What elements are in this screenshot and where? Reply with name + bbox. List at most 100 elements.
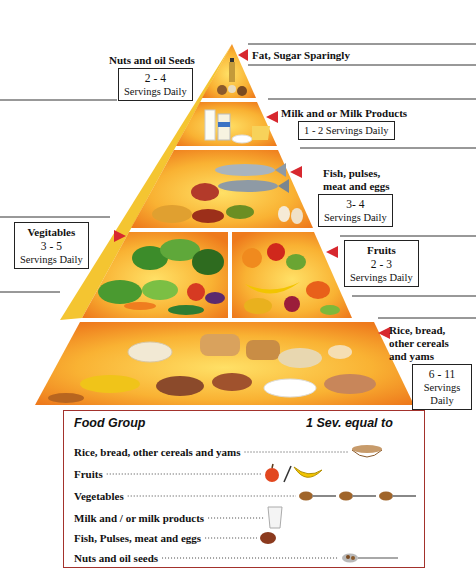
fruit xyxy=(284,296,300,312)
bottle-cap xyxy=(230,58,234,62)
note-label: Fat, Sugar Sparingly xyxy=(252,49,350,62)
serving-box: Milk and or Milk Products1 - 2 Servings … xyxy=(298,121,395,140)
group-heading: Fish, pulses, meat and eggs xyxy=(323,167,405,193)
table-ground xyxy=(63,410,425,568)
guide-line xyxy=(0,100,117,101)
mango xyxy=(244,298,272,314)
cheese xyxy=(252,126,270,140)
pyramid-layer xyxy=(131,150,313,228)
serving-text: Servings Daily xyxy=(324,211,387,224)
corn xyxy=(80,375,140,393)
apple-stem xyxy=(272,464,273,468)
guide-line xyxy=(300,148,476,149)
spoon-icon xyxy=(299,492,313,501)
guide-line xyxy=(340,236,476,237)
nut xyxy=(217,85,227,95)
yam xyxy=(212,373,252,391)
guide-line xyxy=(248,44,476,45)
leader-line xyxy=(162,558,339,559)
serving-count: 3 - 5 xyxy=(20,239,83,253)
apple xyxy=(267,243,285,261)
group-heading: Fruits xyxy=(350,243,413,257)
coconut xyxy=(228,85,236,93)
leader-line xyxy=(128,496,296,497)
guide-line xyxy=(268,99,476,100)
serving-text: Servings Daily xyxy=(350,271,413,284)
leader-line xyxy=(208,518,264,519)
fish-tail xyxy=(278,179,289,193)
table-cell: Nuts and oil seeds xyxy=(74,552,158,565)
yogurt-bowl xyxy=(232,135,252,143)
beans xyxy=(192,209,224,223)
guide-line xyxy=(0,217,110,218)
milk-glass-icon xyxy=(268,507,282,528)
meat xyxy=(191,183,219,201)
oil-bottle xyxy=(229,62,235,82)
cereal xyxy=(278,348,322,368)
yam xyxy=(156,376,204,396)
serving-count: 3- 4 xyxy=(324,197,387,211)
table-cell: Fish, Pulses, meat and eggs xyxy=(74,532,201,545)
nut xyxy=(237,86,247,96)
spoon-handle xyxy=(358,557,398,559)
leader-line xyxy=(205,538,257,539)
serving-box: Fish, pulses, meat and eggs3- 4Servings … xyxy=(318,194,393,227)
lentils xyxy=(152,205,192,223)
serving-box: Vegitables3 - 5Servings Daily xyxy=(14,222,89,269)
spoon-icon xyxy=(342,554,358,563)
carrot xyxy=(124,302,156,310)
egg xyxy=(291,208,303,224)
cereal xyxy=(324,374,376,394)
guava xyxy=(286,254,306,270)
leader-line xyxy=(107,474,262,475)
banana-icon xyxy=(294,467,322,477)
bean-pods xyxy=(168,305,204,315)
serving-box: Fruits2 - 3Servings Daily xyxy=(344,240,419,287)
spoon-handle xyxy=(392,495,416,497)
pointer-arrow xyxy=(290,166,302,178)
fish xyxy=(215,164,275,176)
papaya xyxy=(306,281,330,299)
fish xyxy=(218,180,278,192)
flour xyxy=(328,345,352,359)
leader-line xyxy=(245,452,348,453)
table-header: 1 Sev. equal to xyxy=(306,416,393,431)
rice-icon xyxy=(352,445,382,453)
egg xyxy=(278,206,290,222)
pointer-arrow xyxy=(238,49,248,61)
rice xyxy=(128,342,172,362)
guide-lines xyxy=(0,44,476,318)
carton-band xyxy=(218,122,230,127)
tomato xyxy=(187,283,205,301)
leafy-vegetable xyxy=(98,280,142,304)
guide-line xyxy=(248,65,476,66)
serving-count: 2 - 3 xyxy=(350,257,413,271)
spoon-handle xyxy=(352,495,376,497)
table-cell: Vegetables xyxy=(74,490,124,503)
serving-count: 6 - 11 xyxy=(416,367,468,381)
pyramid-layer xyxy=(202,44,256,98)
bread xyxy=(246,340,280,360)
group-heading: Vegitables xyxy=(20,225,83,239)
slash xyxy=(284,466,291,482)
table-cell: Milk and / or milk products xyxy=(74,512,204,525)
serving-count: 2 - 4 xyxy=(124,71,187,85)
pyramid-layer xyxy=(35,322,414,405)
banana xyxy=(245,282,300,294)
guide-line xyxy=(352,296,476,297)
pointer-arrow xyxy=(326,246,338,258)
apple-icon xyxy=(265,468,279,482)
nut-icon xyxy=(346,555,350,559)
serving-text: Servings Daily xyxy=(416,381,468,407)
table-header: Food Group xyxy=(74,416,146,431)
pointer-arrow xyxy=(266,111,278,123)
serving-text: Servings Daily xyxy=(20,253,83,266)
spoon-icon xyxy=(339,492,353,501)
pyramid-layer xyxy=(82,232,228,318)
meat-icon xyxy=(260,532,276,544)
pyramid-layer xyxy=(232,232,352,318)
orange xyxy=(242,248,262,268)
pointer-arrow xyxy=(114,230,126,242)
pyramid-layer xyxy=(176,102,277,146)
